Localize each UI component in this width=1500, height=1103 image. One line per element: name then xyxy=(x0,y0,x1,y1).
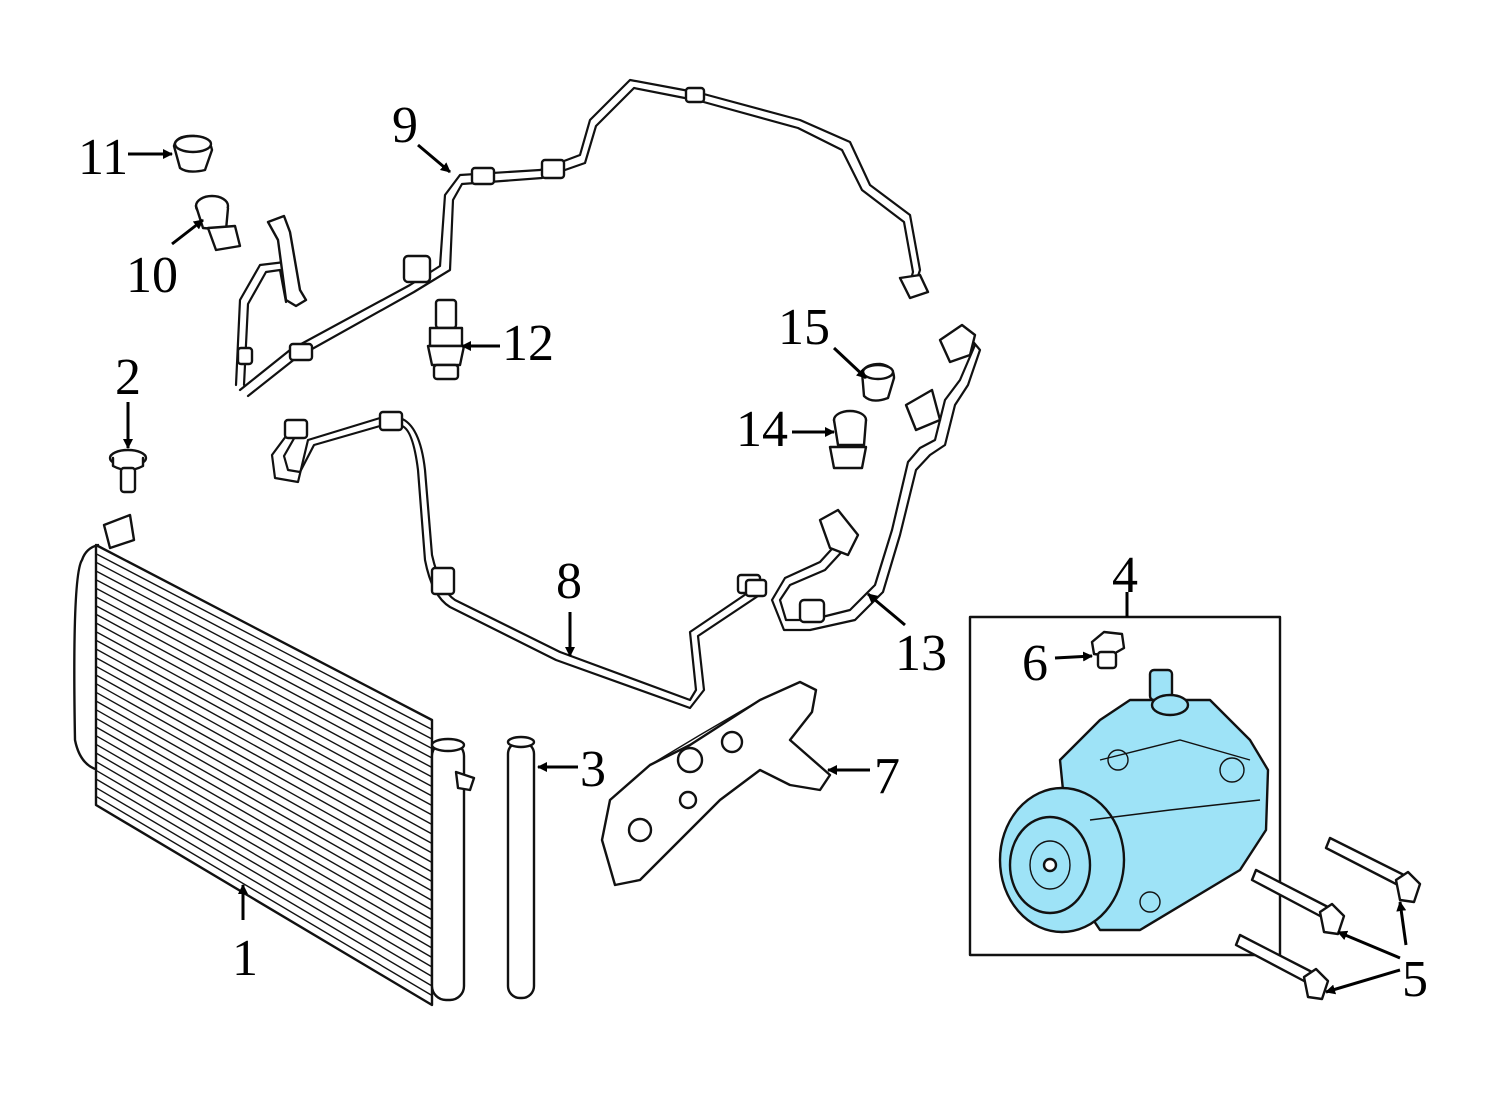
leader-arrows xyxy=(123,143,1408,995)
condenser-fin xyxy=(95,674,433,864)
condenser-bolt[interactable] xyxy=(108,448,148,494)
condenser-fin xyxy=(95,717,433,911)
condenser-fin xyxy=(95,570,433,750)
condenser-fin xyxy=(95,579,433,759)
condenser-fin xyxy=(95,795,433,997)
condenser[interactable] xyxy=(73,513,476,1007)
discharge-hose[interactable] xyxy=(770,323,982,632)
condenser-fin xyxy=(95,778,433,978)
condenser-fin xyxy=(95,605,433,788)
condenser-fin xyxy=(95,726,433,921)
condenser-fin xyxy=(95,761,433,959)
pressure-sensor-12[interactable] xyxy=(426,298,466,381)
condenser-fin xyxy=(95,553,433,731)
condenser-fin xyxy=(95,639,433,826)
cap-15[interactable] xyxy=(860,362,896,402)
callout-1: 1 xyxy=(232,930,258,987)
condenser-fin xyxy=(95,613,433,797)
suction-line[interactable] xyxy=(234,78,930,398)
callout-11: 11 xyxy=(78,129,128,186)
callout-3: 3 xyxy=(580,741,606,798)
callout-8: 8 xyxy=(556,553,582,610)
compressor-bracket[interactable] xyxy=(600,680,832,887)
pressure-switch-14[interactable] xyxy=(828,409,868,470)
compressor-plug[interactable] xyxy=(1090,630,1126,670)
condenser-fin xyxy=(95,561,433,740)
bolt-b xyxy=(1250,868,1346,936)
cap-11[interactable] xyxy=(172,134,214,173)
bolt-c xyxy=(1234,933,1330,1001)
compressor-assembly[interactable] xyxy=(968,615,1282,957)
condenser-fins xyxy=(95,553,433,997)
condenser-fin xyxy=(95,683,433,873)
condenser-fin xyxy=(95,735,433,930)
compressor-bolts[interactable] xyxy=(1234,836,1422,1001)
callout-4: 4 xyxy=(1112,547,1138,604)
callout-2: 2 xyxy=(115,349,141,406)
callout-10: 10 xyxy=(126,247,178,304)
condenser-fin xyxy=(95,631,433,816)
condenser-fin xyxy=(95,743,433,940)
condenser-fin xyxy=(95,709,433,902)
drier[interactable] xyxy=(506,735,536,1000)
condenser-fin xyxy=(95,622,433,807)
callout-12: 12 xyxy=(502,315,554,372)
condenser-fin xyxy=(95,691,433,883)
condenser-fin xyxy=(95,648,433,835)
bolt-a xyxy=(1324,836,1422,904)
liquid-line[interactable] xyxy=(270,410,768,710)
callout-14: 14 xyxy=(736,401,788,458)
condenser-fin xyxy=(95,700,433,892)
condenser-fin xyxy=(95,665,433,854)
condenser-fin xyxy=(95,769,433,968)
condenser-fin xyxy=(95,752,433,949)
callout-9: 9 xyxy=(392,97,418,154)
callout-5: 5 xyxy=(1402,951,1428,1008)
condenser-fin xyxy=(95,596,433,778)
callout-15: 15 xyxy=(778,299,830,356)
callout-13: 13 xyxy=(895,625,947,682)
callout-labels: 1 2 3 4 5 6 7 8 9 10 11 12 13 14 15 xyxy=(78,97,1428,1008)
callout-7: 7 xyxy=(874,748,900,805)
callout-6: 6 xyxy=(1022,635,1048,692)
condenser-fin xyxy=(95,587,433,769)
pressure-switch-10[interactable] xyxy=(194,194,242,252)
condenser-fin xyxy=(95,787,433,987)
condenser-fin xyxy=(95,657,433,845)
